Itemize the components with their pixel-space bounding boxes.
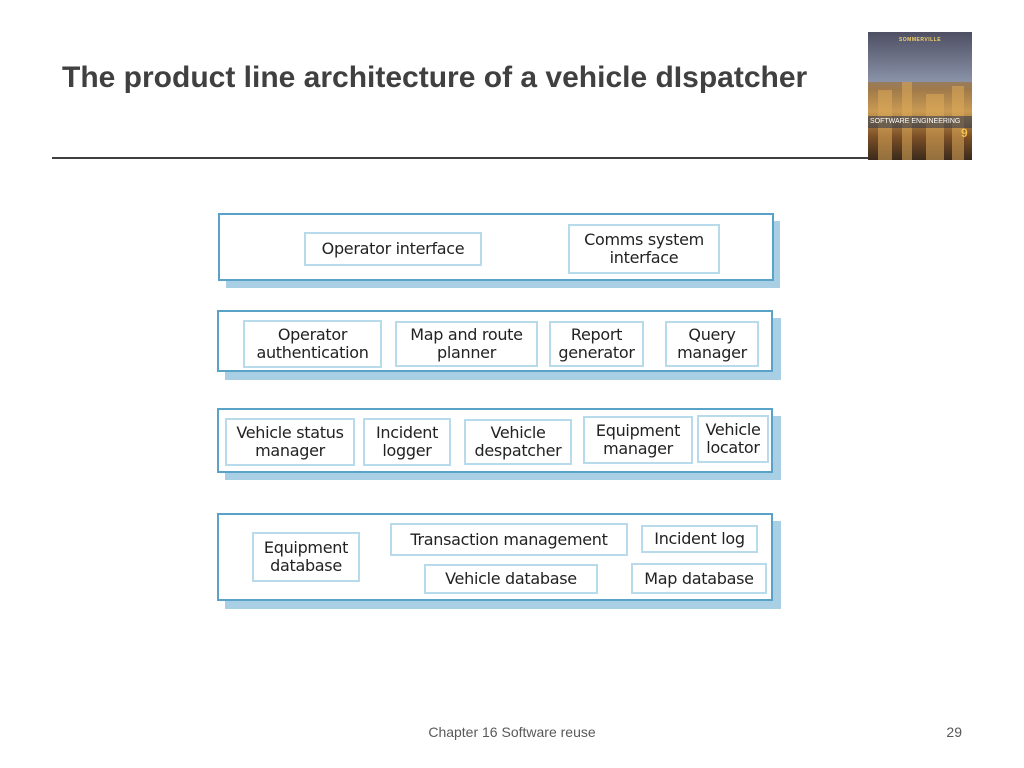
component-comms-system-interface: Comms system interface [568,224,720,274]
component-vehicle-status-manager: Vehicle status manager [225,418,355,466]
component-map-database: Map database [631,563,767,594]
component-operator-authentication: Operator authentication [243,320,382,368]
component-vehicle-database: Vehicle database [424,564,598,594]
component-vehicle-locator: Vehicle locator [697,415,769,463]
component-equipment-database: Equipment database [252,532,360,582]
cover-edition: 9 [961,126,968,140]
control-layer: Vehicle status manager Incident logger V… [217,408,773,473]
slide-footer: Chapter 16 Software reuse [428,724,596,740]
component-operator-interface: Operator interface [304,232,482,266]
component-transaction-management: Transaction management [390,523,628,556]
component-incident-log: Incident log [641,525,758,553]
cover-title: SOFTWARE ENGINEERING [870,118,961,125]
component-report-generator: Report generator [549,321,644,367]
slide-title: The product line architecture of a vehic… [62,61,808,94]
cover-sky [868,32,972,82]
database-layer: Equipment database Transaction managemen… [217,513,773,601]
cover-title-band [868,116,972,128]
page-number: 29 [946,724,962,740]
component-equipment-manager: Equipment manager [583,416,693,464]
operations-layer: Operator authentication Map and route pl… [217,310,773,372]
cover-author: SOMMERVILLE [898,37,942,43]
book-cover-image: SOMMERVILLE SOFTWARE ENGINEERING 9 [868,32,972,160]
component-incident-logger: Incident logger [363,418,451,466]
component-query-manager: Query manager [665,321,759,367]
interface-layer: Operator interface Comms system interfac… [218,213,774,281]
title-divider [52,157,870,159]
component-map-and-route-planner: Map and route planner [395,321,538,367]
component-vehicle-despatcher: Vehicle despatcher [464,419,572,465]
